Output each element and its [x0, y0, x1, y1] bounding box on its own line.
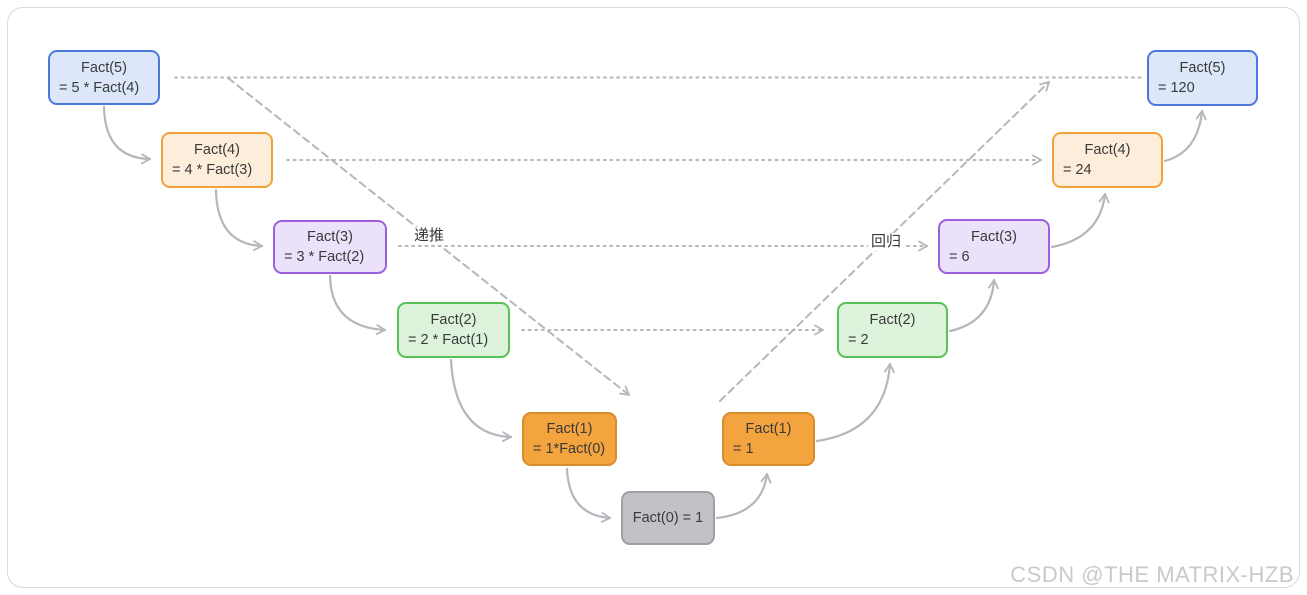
- node-value: = 120: [1158, 80, 1195, 96]
- node-value: = 6: [949, 248, 970, 265]
- node-title: Fact(1): [745, 421, 792, 437]
- return-arrow-fact4-to-fact5: [1163, 109, 1207, 163]
- return-arrow-fact1-to-fact2: [815, 362, 895, 443]
- return-arrow-fact3-to-fact4: [1050, 192, 1110, 249]
- node-title: Fact(4): [1084, 142, 1131, 158]
- call-node-fact1: Fact(1) = 1*Fact(0): [522, 412, 617, 466]
- call-arrow-fact4-to-fact3: [214, 188, 264, 252]
- return-node-fact2: Fact(2) = 2: [837, 302, 948, 358]
- node-value: = 1: [733, 441, 754, 457]
- return-node-fact5: Fact(5) = 120: [1147, 50, 1258, 106]
- node-expression: = 1*Fact(0): [533, 441, 606, 457]
- node-expression: = 5 * Fact(4): [59, 79, 140, 96]
- call-arrow-fact5-to-fact4: [102, 105, 152, 165]
- return-node-fact4: Fact(4) = 24: [1052, 132, 1163, 188]
- node-expression: = 2 * Fact(1): [408, 332, 489, 348]
- watermark-text: CSDN @THE MATRIX-HZB: [1010, 562, 1294, 587]
- node-expression: = 3 * Fact(2): [284, 249, 365, 265]
- base-case-node-fact0: Fact(0) = 1: [621, 491, 715, 545]
- call-arrow-fact3-to-fact2: [328, 274, 387, 335]
- node-title: Fact(1): [546, 421, 593, 437]
- return-node-fact1: Fact(1) = 1: [722, 412, 815, 466]
- call-arrow-fact1-to-fact0: [565, 467, 612, 523]
- return-arrow-fact2-to-fact3: [948, 278, 999, 333]
- call-arrow-fact2-to-fact1: [449, 358, 513, 443]
- call-node-fact4: Fact(4) = 4 * Fact(3): [161, 132, 273, 188]
- return-phase-label: 回归: [868, 233, 905, 251]
- node-value: = 2: [848, 332, 869, 348]
- node-title: Fact(0) = 1: [632, 510, 704, 526]
- call-node-fact2: Fact(2) = 2 * Fact(1): [397, 302, 510, 358]
- node-title: Fact(5): [81, 59, 127, 76]
- call-node-fact5: Fact(5) = 5 * Fact(4): [48, 50, 160, 105]
- node-title: Fact(5): [1179, 60, 1226, 76]
- node-title: Fact(3): [971, 228, 1017, 245]
- return-arrow-fact0-to-fact1: [715, 472, 772, 520]
- call-node-fact3: Fact(3) = 3 * Fact(2): [273, 220, 387, 274]
- node-value: = 24: [1063, 162, 1092, 178]
- node-title: Fact(4): [194, 142, 240, 158]
- node-expression: = 4 * Fact(3): [172, 162, 253, 178]
- node-title: Fact(2): [430, 312, 477, 328]
- descend-phase-label: 递推: [411, 227, 448, 245]
- node-title: Fact(2): [869, 312, 916, 328]
- diagram-frame: [7, 7, 1300, 588]
- return-node-fact3: Fact(3) = 6: [938, 219, 1050, 274]
- node-title: Fact(3): [307, 229, 353, 245]
